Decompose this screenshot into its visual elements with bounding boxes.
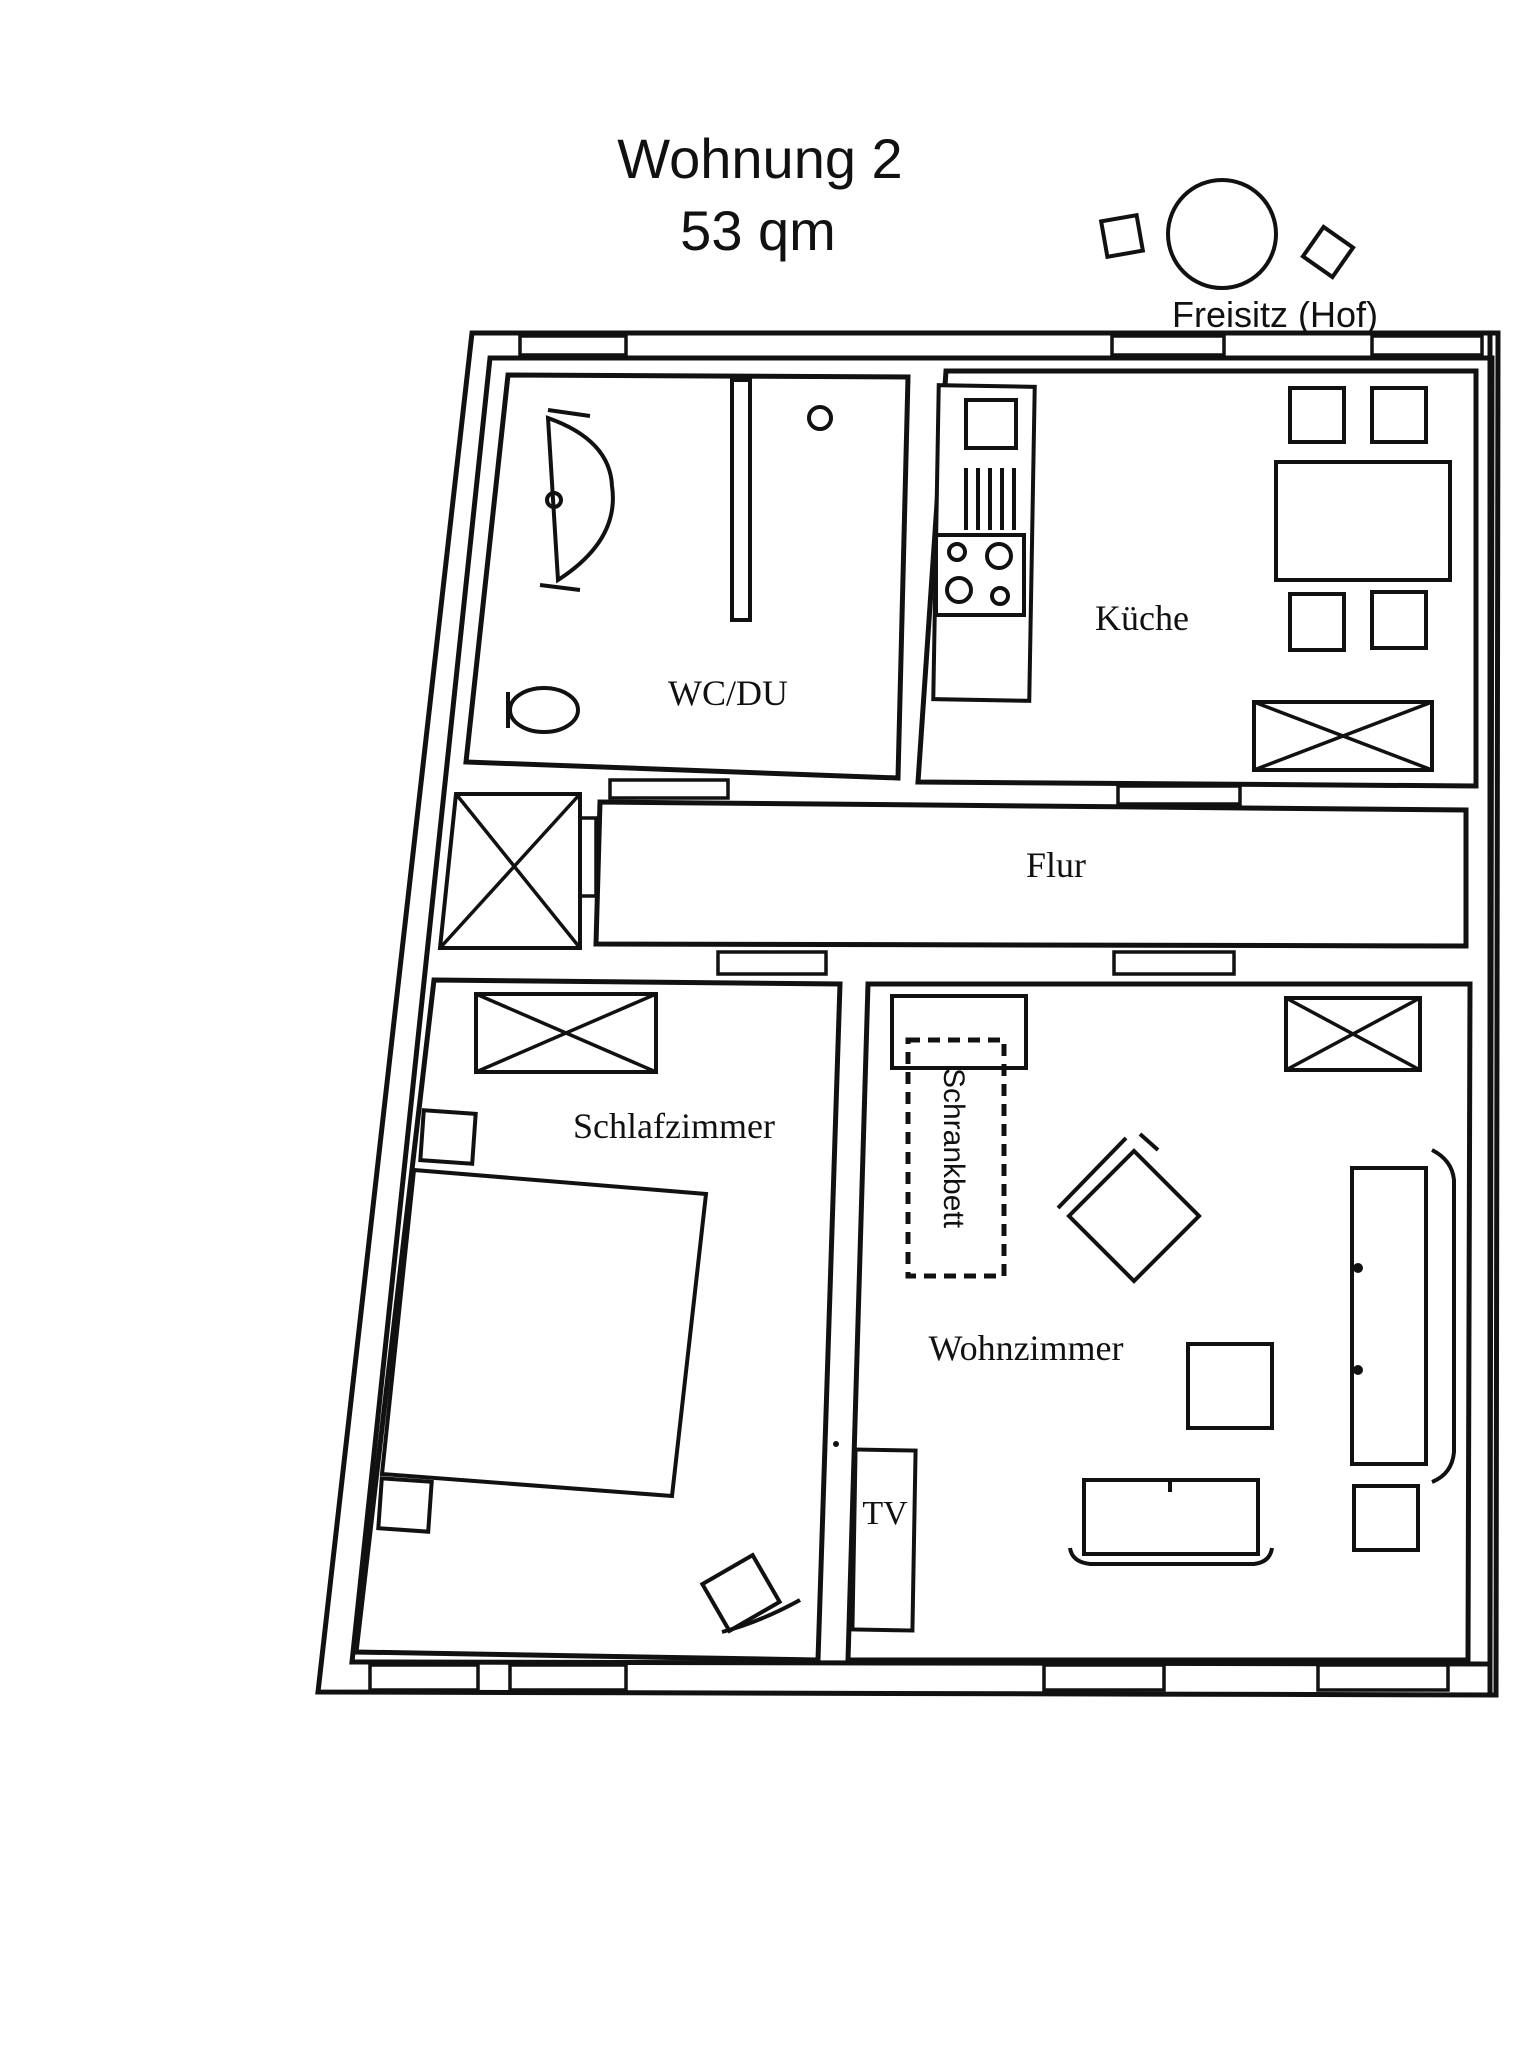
room-label-bathroom: WC/DU	[668, 673, 788, 713]
side-table	[1186, 1342, 1274, 1430]
room-label-kitchen: Küche	[1095, 598, 1189, 638]
kitchen	[915, 368, 1479, 789]
shower-drain	[807, 405, 833, 431]
nightstand	[376, 1476, 434, 1534]
room-label-bedroom: Schlafzimmer	[573, 1106, 775, 1146]
stool	[1352, 1484, 1420, 1552]
kitchen-sink	[964, 398, 1018, 450]
dining-chair	[1288, 592, 1346, 652]
bedroom	[353, 977, 843, 1663]
living-room-wardrobe	[1284, 996, 1422, 1072]
top-windows	[518, 334, 1484, 357]
stove	[934, 533, 1026, 617]
terrace-furniture	[1098, 178, 1356, 290]
tv-cabinet	[850, 1447, 918, 1633]
shower-wall	[730, 378, 752, 622]
drain-board	[964, 468, 1016, 530]
dining-chair	[1288, 386, 1346, 444]
nightstand	[418, 1108, 478, 1166]
apartment-title: Wohnung 2	[617, 127, 902, 190]
sofa	[1350, 1148, 1456, 1484]
terrace-label: Freisitz (Hof)	[1172, 294, 1378, 335]
toilet	[508, 686, 580, 734]
wall-bed-label: Schrankbett	[937, 1068, 970, 1229]
apartment-area: 53 qm	[680, 199, 836, 262]
entrance-closet	[437, 792, 582, 950]
bedroom-chair	[699, 1552, 783, 1634]
wall-bed-outline	[905, 1037, 1007, 1279]
dining-chair	[1370, 590, 1428, 650]
coffee-table	[1068, 1478, 1274, 1566]
bed	[379, 1167, 709, 1499]
kitchen-cabinet	[1252, 700, 1434, 772]
tv-label: TV	[862, 1495, 908, 1532]
kitchen-counter	[931, 383, 1037, 703]
bedroom-wardrobe	[474, 992, 658, 1074]
room-label-hallway: Flur	[1026, 845, 1086, 885]
room-label-living-room: Wohnzimmer	[928, 1328, 1123, 1368]
hallway	[578, 778, 1469, 976]
wall-bed-cabinet	[890, 994, 1028, 1070]
dining-chair	[1370, 386, 1428, 444]
dining-table	[1274, 460, 1452, 582]
bathroom	[463, 372, 911, 781]
terrace-table	[1166, 178, 1278, 290]
terrace-chair-right	[1300, 224, 1356, 280]
terrace-chair-left	[1098, 212, 1146, 260]
outer-walls	[315, 330, 1501, 1698]
armchair	[1056, 1132, 1202, 1284]
bottom-windows	[368, 1663, 1450, 1692]
living-room	[833, 981, 1473, 1663]
sink	[545, 415, 615, 584]
